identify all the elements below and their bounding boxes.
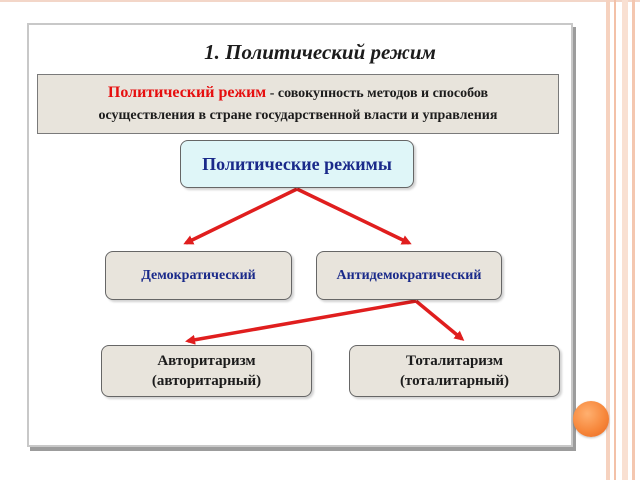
node-political-regimes: Политические режимы [180, 140, 414, 188]
node-label: Демократический [141, 267, 256, 283]
node-authoritarianism: Авторитаризм (авторитарный) [101, 345, 312, 397]
slide-title: 1. Политический режим [204, 40, 436, 64]
node-label-line-2: (авторитарный) [151, 373, 262, 389]
arrow-antidemocratic-to-totalitarian [414, 299, 465, 341]
definition-line-2: осуществления в стране государственной в… [98, 107, 498, 123]
definition-box: Политический режим - совокупность методо… [37, 74, 559, 134]
node-antidemocratic: Антидемократический [316, 251, 502, 300]
decor-stripe [606, 0, 610, 480]
slide-top-border [0, 0, 640, 2]
node-label-line-1: Авторитаризм [157, 353, 256, 369]
node-democratic: Демократический [105, 251, 292, 300]
decor-stripe [622, 0, 628, 480]
definition-line-1: Политический режим - совокупность методо… [108, 82, 488, 105]
decor-stripe [614, 0, 616, 480]
node-label: Политические режимы [202, 153, 392, 174]
node-label-line-1: Тоталитаризм [406, 353, 503, 369]
node-label: Антидемократический [336, 267, 482, 283]
node-label-line-2: (тоталитарный) [399, 373, 510, 389]
arrow-root-to-antidemocratic [296, 187, 412, 245]
node-totalitarianism: Тоталитаризм (тоталитарный) [349, 345, 560, 397]
definition-term: Политический режим [107, 83, 267, 101]
decor-orange-circle [573, 401, 609, 437]
decor-stripe [632, 0, 635, 480]
arrow-root-to-democratic [183, 187, 298, 245]
definition-text-1: - совокупность методов и способов [266, 85, 489, 101]
arrow-antidemocratic-to-authoritarian [185, 299, 417, 345]
